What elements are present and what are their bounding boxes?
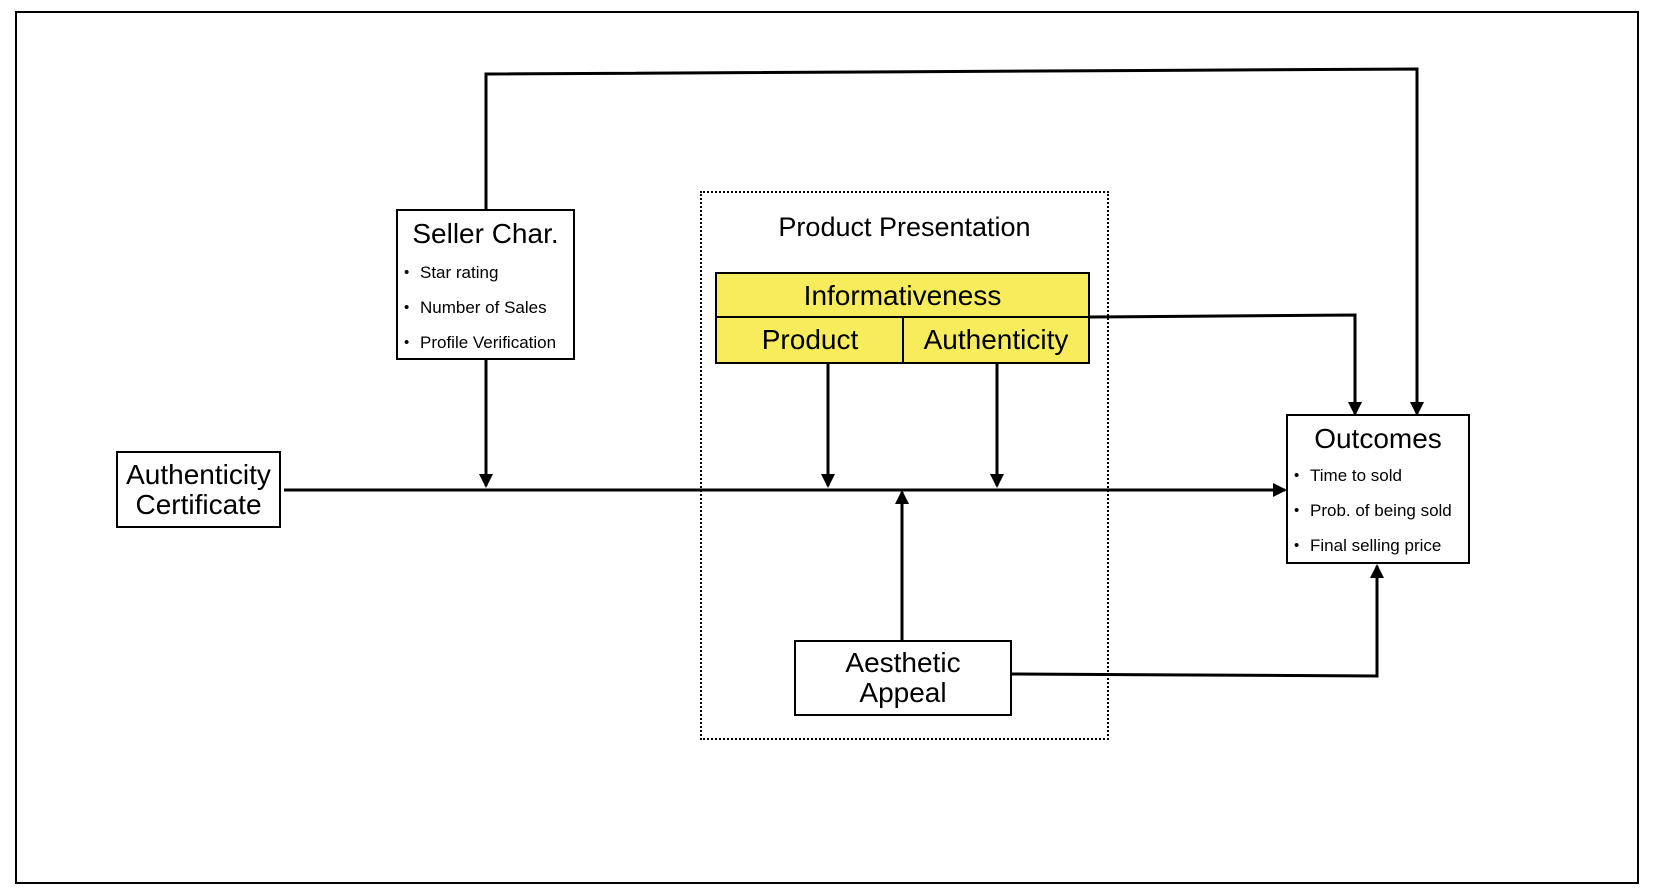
aesthetic-line1: Aesthetic	[845, 647, 961, 678]
authenticity-info-box: Authenticity	[902, 316, 1090, 364]
list-item: Profile Verification	[398, 325, 573, 360]
aesthetic-line2: Appeal	[859, 677, 947, 708]
aesthetic-direct-arrow	[1011, 564, 1384, 678]
seller-char-list: Star rating Number of Sales Profile Veri…	[398, 255, 573, 360]
outcomes-list: Time to sold Prob. of being sold Final s…	[1288, 458, 1468, 563]
certificate-line2: Certificate	[135, 488, 262, 520]
informativeness-direct-arrow	[1089, 313, 1362, 416]
seller-char-box: Seller Char. Star rating Number of Sales…	[396, 209, 575, 360]
list-item: Prob. of being sold	[1288, 493, 1468, 528]
list-item: Star rating	[398, 255, 573, 290]
list-item: Number of Sales	[398, 290, 573, 325]
seller-direct-arrow	[484, 67, 1424, 416]
authenticity-certificate-box: Authenticity Certificate	[116, 451, 281, 528]
outcomes-box: Outcomes Time to sold Prob. of being sol…	[1286, 414, 1470, 564]
product-label: Product	[761, 324, 859, 355]
aesthetic-appeal-box: Aesthetic Appeal	[794, 640, 1012, 716]
product-box: Product	[715, 316, 905, 364]
authenticity-info-label: Authenticity	[923, 324, 1069, 355]
outcomes-title: Outcomes	[1314, 423, 1442, 454]
product-presentation-group	[700, 191, 1109, 740]
product-presentation-title: Product Presentation	[778, 212, 1031, 242]
informativeness-box: Informativeness	[715, 272, 1090, 319]
list-item: Final selling price	[1288, 528, 1468, 563]
certificate-line1: Authenticity	[126, 458, 271, 490]
seller-char-title: Seller Char.	[412, 218, 559, 249]
informativeness-label: Informativeness	[803, 279, 1002, 311]
diagram-frame	[15, 11, 1639, 884]
list-item: Time to sold	[1288, 458, 1468, 493]
